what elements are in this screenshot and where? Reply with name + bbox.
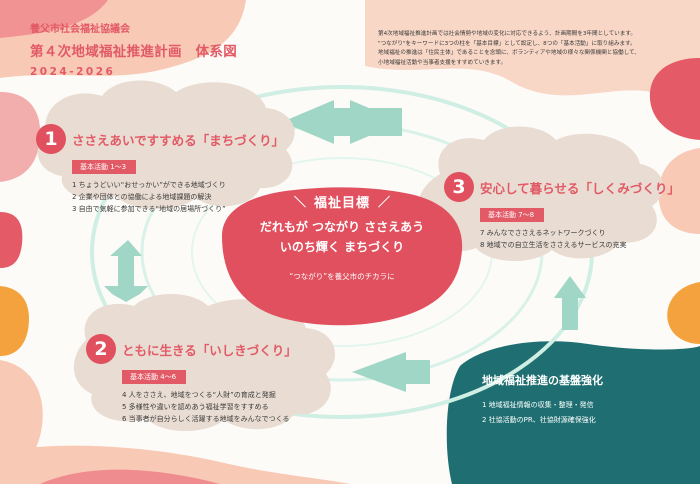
foundation-title: 地域福祉推進の基盤強化: [482, 374, 603, 387]
pillar-number: 2: [86, 334, 116, 364]
title-block: 養父市社会福祉協議会 第４次地域福祉推進計画 体系図 2024-2026: [30, 20, 237, 78]
goal-line-2: いのち輝く まちづくり: [279, 240, 405, 254]
foundation-item: 1 地域福祉情報の収集・整理・発信: [482, 401, 594, 409]
slash-left-icon: ＼: [293, 195, 306, 209]
activity-item: 6 当事者が自分らしく活躍する地域をみんなでつくる: [122, 415, 290, 423]
foundation-item: 2 社協活動のPR、社協財源確保強化: [482, 416, 596, 424]
activity-item: 3 自由で気軽に参加できる“地域の居場所づくり”: [72, 205, 226, 213]
activity-item: 1 ちょうどいい“おせっかい”ができる地域づくり: [72, 181, 226, 189]
pillar-number: 1: [36, 124, 66, 154]
plan-title: 第４次地域福祉推進計画 体系図: [30, 44, 237, 60]
activity-list: 4 人をささえ、地域をつくる“人財”の育成と発掘 5 多様性や違いを認めあう福祉…: [122, 389, 297, 425]
intro-text: 第4次地域福祉推進計画では社会情勢や地域の変化に対応できるよう、計画期間を3年間…: [378, 30, 678, 68]
activity-range-badge: 基本活動 7～8: [480, 208, 545, 222]
goal-line-1: だれもが つながり ささえあう: [259, 220, 425, 234]
activity-item: 2 企業や団体との協働による地域課題の解決: [72, 193, 212, 201]
intro-line: 地域福祉の推進は「住民主体」であることを念頭に、ボランティアや地域の様々な関係機…: [378, 50, 640, 57]
foundation-list: 1 地域福祉情報の収集・整理・発信 2 社協活動のPR、社協財源確保強化: [482, 398, 682, 428]
activity-range-badge: 基本活動 4～6: [122, 370, 187, 384]
goal-subtitle: “つながり”を養父市のチカラに: [289, 272, 395, 281]
activity-item: 7 みんなでささえるネットワークづくり: [480, 229, 606, 237]
activity-item: 5 多様性や違いを認めあう福祉学習をすすめる: [122, 403, 269, 411]
pillar-head: 1 ささえあいですすめる「まちづくり」: [36, 124, 284, 154]
pillar-number: 3: [444, 172, 474, 202]
intro-line: "つながり"をキーワードに3つの柱を「基本目標」として設定し、8つの「基本活動」…: [378, 40, 636, 47]
activity-item: 8 地域での自立生活をささえるサービスの充実: [480, 241, 627, 249]
pillar-3: 3 安心して暮らせる「しくみづくり」 基本活動 7～8 7 みんなでささえるネッ…: [444, 172, 680, 251]
activity-range-badge: 基本活動 1～3: [72, 160, 137, 174]
activity-item: 4 人をささえ、地域をつくる“人財”の育成と発掘: [122, 391, 276, 399]
pillar-title: 安心して暮らせる「しくみづくり」: [480, 180, 680, 196]
goal-title: 福祉目標: [313, 196, 370, 211]
plan-years: 2024-2026: [30, 66, 116, 78]
pillar-1: 1 ささえあいですすめる「まちづくり」 基本活動 1～3 1 ちょうどいい“おせ…: [36, 124, 284, 215]
activity-list: 7 みんなでささえるネットワークづくり 8 地域での自立生活をささえるサービスの…: [480, 227, 680, 251]
pillar-2: 2 ともに生きる「いしきづくり」 基本活動 4～6 4 人をささえ、地域をつくる…: [86, 334, 297, 425]
activity-list: 1 ちょうどいい“おせっかい”ができる地域づくり 2 企業や団体との協働による地…: [72, 179, 284, 215]
pillar-title: ささえあいですすめる「まちづくり」: [72, 132, 285, 148]
foundation-block: 地域福祉推進の基盤強化 1 地域福祉情報の収集・整理・発信 2 社協活動のPR、…: [482, 372, 682, 428]
goal-label: ＼ 福祉目標 ／: [224, 192, 460, 211]
pillar-title: ともに生きる「いしきづくり」: [122, 342, 297, 358]
org-name: 養父市社会福祉協議会: [30, 24, 130, 35]
slash-right-icon: ／: [378, 195, 391, 209]
intro-line: 小地域福祉活動や当事者支援をすすめていきます。: [378, 59, 507, 66]
welfare-goal: ＼ 福祉目標 ／ だれもが つながり ささえあう いのち輝く まちづくり “つな…: [224, 192, 460, 282]
pillar-head: 3 安心して暮らせる「しくみづくり」: [444, 172, 680, 202]
intro-line: 第4次地域福祉推進計画では社会情勢や地域の変化に対応できるよう、計画期間を3年間…: [378, 31, 636, 37]
pillar-head: 2 ともに生きる「いしきづくり」: [86, 334, 297, 364]
